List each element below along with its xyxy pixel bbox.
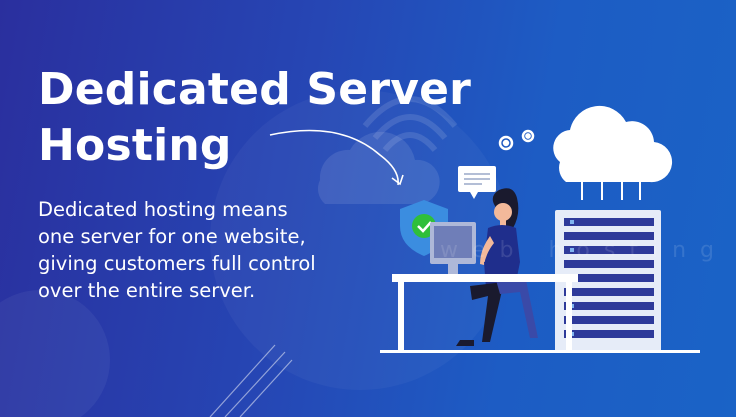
chat-bubble-icon — [458, 166, 496, 199]
gear-icon — [498, 129, 535, 151]
description-line: over the entire server. — [38, 279, 256, 302]
wifi-icon — [362, 96, 458, 152]
description: Dedicated hosting means one server for o… — [38, 196, 368, 304]
cloud-icon — [553, 105, 673, 200]
description-line: one server for one website, — [38, 225, 306, 248]
title-line-2: Hosting — [38, 120, 232, 171]
watermark-text: web hosting — [440, 238, 728, 263]
page-title: Dedicated Server Hosting — [38, 62, 471, 174]
description-line: Dedicated hosting means — [38, 198, 288, 221]
desk — [380, 274, 700, 353]
decor-lines — [209, 344, 293, 417]
bg-gear-icon — [0, 290, 110, 417]
monitor-icon — [430, 222, 476, 274]
watermark-cloud-icon — [317, 131, 440, 204]
arrow-curve — [269, 129, 399, 186]
title-line-1: Dedicated Server — [38, 64, 472, 115]
description-line: giving customers full control — [38, 252, 316, 275]
server-rack-icon — [555, 210, 661, 352]
